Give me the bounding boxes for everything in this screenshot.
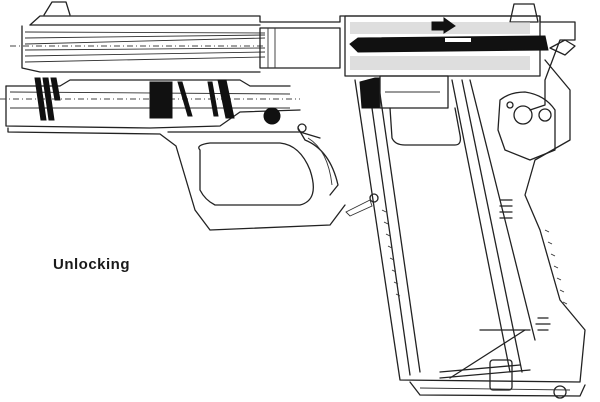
hammer — [497, 91, 556, 161]
firing-pin — [349, 35, 549, 53]
hammer-spur — [549, 39, 576, 56]
slide — [10, 15, 576, 111]
slide-stop-pin — [263, 107, 281, 125]
front-sight — [43, 1, 71, 16]
magazine-spring — [439, 317, 567, 399]
frame — [7, 123, 379, 231]
recoil-spring-assembly — [0, 77, 301, 129]
trigger — [297, 127, 339, 196]
arrow-right-icon — [431, 17, 456, 34]
magazine-base — [409, 381, 586, 397]
cartridge — [359, 75, 462, 146]
mainspring — [499, 199, 513, 219]
rear-sight — [509, 3, 539, 23]
grip-frame — [354, 59, 586, 383]
trigger-guard-opening — [198, 142, 314, 206]
diagram-caption: Unlocking — [53, 256, 131, 273]
